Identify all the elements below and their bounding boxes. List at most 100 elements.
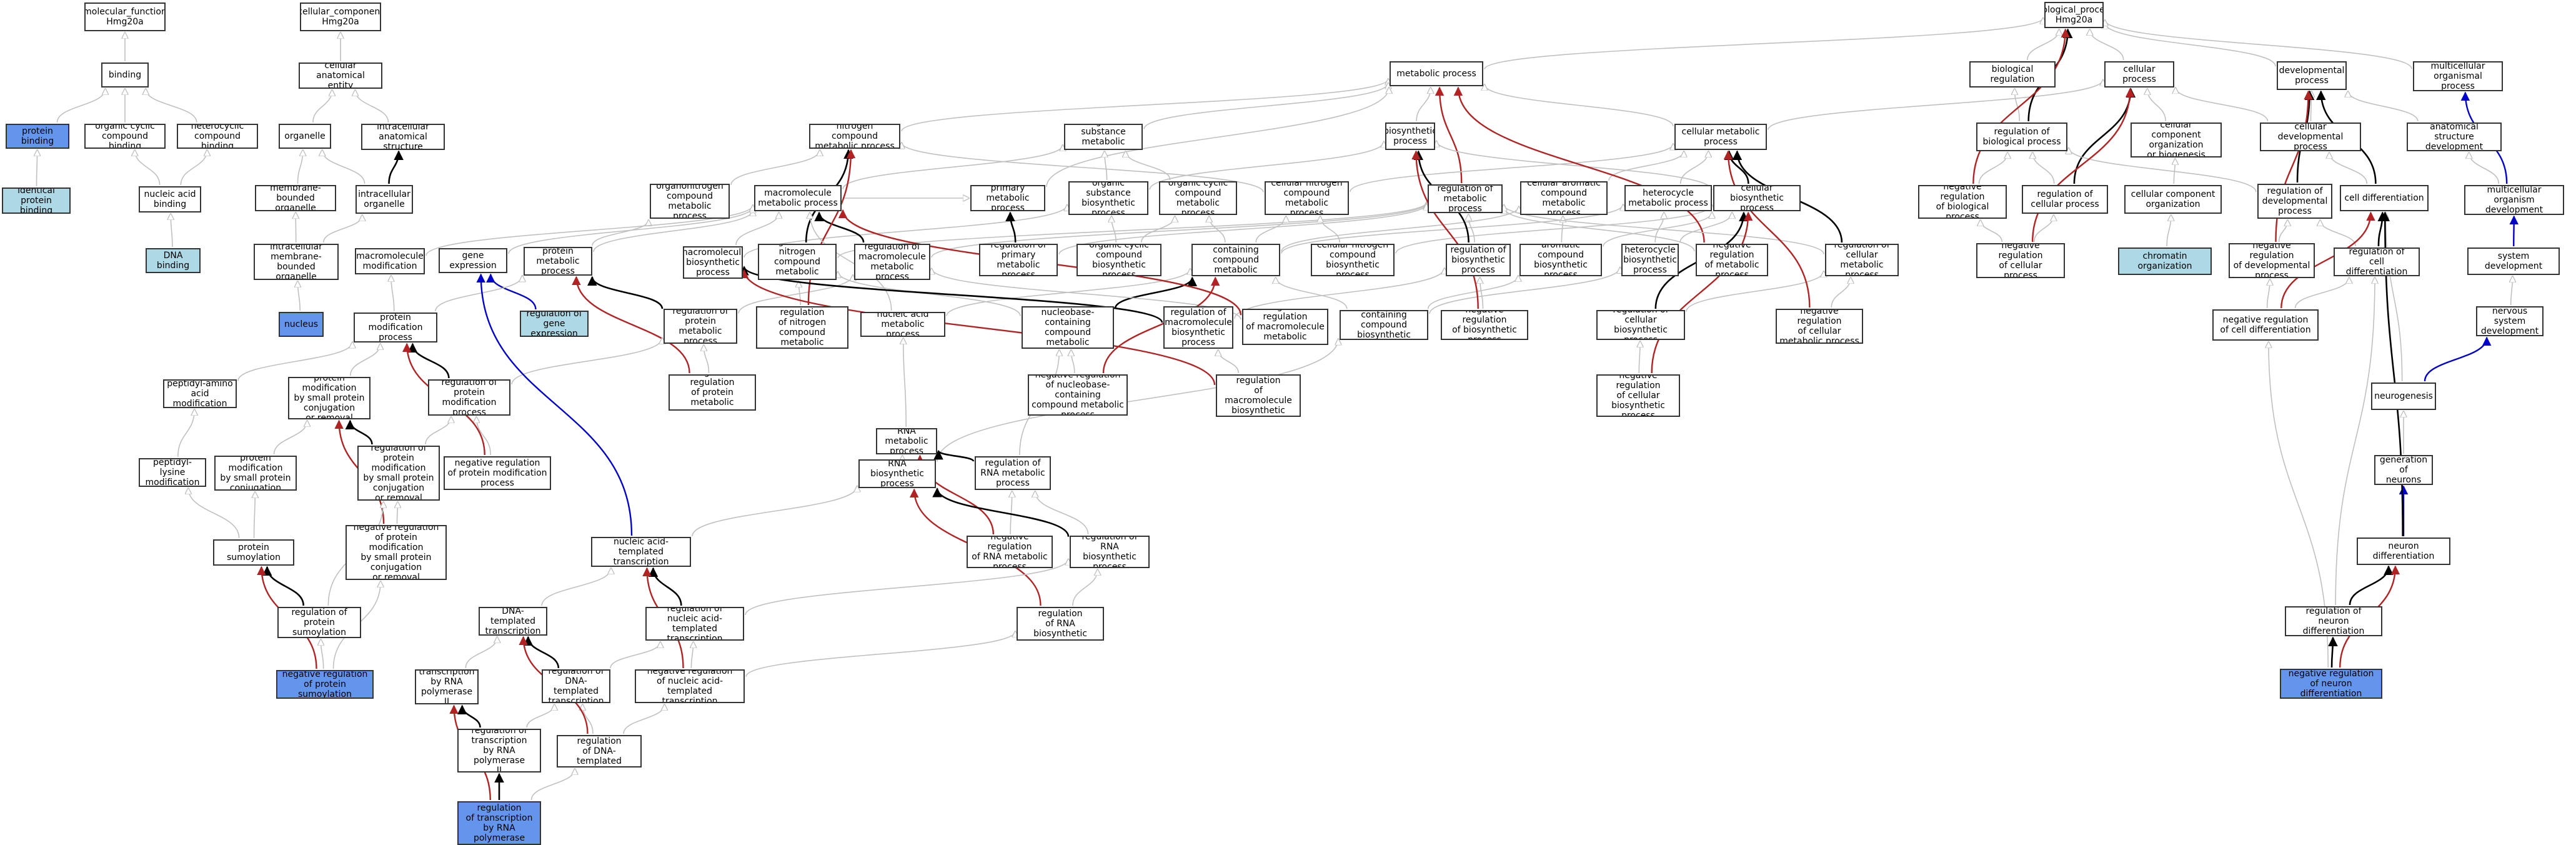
go-term-binding[interactable]: binding <box>101 62 149 88</box>
go-term-multicellular-organism-development[interactable]: multicellular organism development <box>2464 185 2564 215</box>
go-term-regulation-of-cellular-bp[interactable]: regulation of cellular biosynthetic proc… <box>1596 310 1685 340</box>
go-term-negative-regulation-of-cellular-bp[interactable]: negative regulation of cellular biosynth… <box>1596 374 1680 417</box>
go-term-regulation-of-cell-differentiation[interactable]: regulation of cell differentiation <box>2334 248 2420 276</box>
go-term-regulation-of-transcription-by-rnap2[interactable]: regulation of transcription by RNA polym… <box>457 729 541 772</box>
go-term-negative-regulation-of-protein-mp[interactable]: negative regulation of protein metabolic… <box>669 374 756 411</box>
go-term-macromolecule-metabolic-process[interactable]: macromolecule metabolic process <box>754 185 842 211</box>
go-term-identical-protein-binding[interactable]: identical protein binding <box>2 188 71 214</box>
go-term-negative-regulation-of-cellular-process[interactable]: negative regulation of cellular process <box>1976 243 2065 278</box>
go-term-system-development[interactable]: system development <box>2467 248 2560 275</box>
go-term-negative-regulation-of-nitrogen-cmp[interactable]: negative regulation of nitrogen compound… <box>756 306 848 349</box>
go-term-protein-sumoylation[interactable]: protein sumoylation <box>213 539 294 566</box>
go-term-neurogenesis[interactable]: neurogenesis <box>2371 382 2436 410</box>
go-term-cellular-metabolic-process[interactable]: cellular metabolic process <box>1674 124 1767 150</box>
go-term-regulation-of-gene-expression[interactable]: regulation of gene expression <box>520 311 589 337</box>
go-term-negative-regulation-of-protein-sumoylation[interactable]: negative regulation of protein sumoylati… <box>276 670 374 699</box>
go-term-negative-regulation-of-cellular-mp[interactable]: negative regulation of cellular metaboli… <box>1776 309 1863 344</box>
go-term-nucleobase-cbp[interactable]: nucleobase-containing compound biosynthe… <box>1340 310 1428 340</box>
go-term-regulation-of-protein-sumoylation[interactable]: regulation of protein sumoylation <box>277 607 361 638</box>
go-term-organic-cyclic-cbp[interactable]: organic cyclic compound biosynthetic pro… <box>1077 244 1161 276</box>
go-term-organic-substance-bp[interactable]: organic substance biosynthetic process <box>1068 181 1148 215</box>
go-term-nucleobase-cmp[interactable]: nucleobase-containing compound metabolic… <box>1191 244 1280 276</box>
go-term-rna-metabolic-process[interactable]: RNA metabolic process <box>876 428 937 454</box>
go-term-heterocyclic-binding[interactable]: heterocyclic compound binding <box>177 124 258 149</box>
go-term-negative-regulation-of-rna-bp[interactable]: negative regulation of RNA biosynthetic … <box>1017 607 1104 641</box>
go-term-regulation-of-primary-mp[interactable]: regulation of primary metabolic process <box>979 244 1058 276</box>
go-term-peptidyl-amino-acid-modification[interactable]: peptidyl-amino acid modification <box>163 379 237 408</box>
go-term-protein-binding[interactable]: protein binding <box>6 124 69 149</box>
go-term-biological-regulation[interactable]: biological regulation <box>1969 61 2056 88</box>
go-term-regulation-of-nat-transcription[interactable]: regulation of nucleic acid-templated tra… <box>645 607 744 641</box>
go-term-negative-regulation-of-macromolecule-bp[interactable]: negative regulation of macromolecule bio… <box>1216 374 1301 417</box>
go-term-nitrogen-cmp[interactable]: nitrogen compound metabolic process <box>809 124 900 149</box>
go-term-negative-regulation-of-developmental-process[interactable]: negative regulation of developmental pro… <box>2229 243 2315 278</box>
go-term-aromatic-cbp[interactable]: aromatic compound biosynthetic process <box>1519 244 1602 276</box>
go-term-regulation-of-nucleobase-cmp[interactable]: regulation of nucleobase-containing comp… <box>1022 306 1114 349</box>
go-term-cc[interactable]: cellular_component Hmg20a <box>300 2 381 31</box>
go-term-regulation-of-nitrogen-cmp[interactable]: regulation of nitrogen compound metaboli… <box>758 244 837 280</box>
go-term-regulation-of-biosynthetic-process[interactable]: regulation of biosynthetic process <box>1446 244 1511 276</box>
go-term-nervous-system-development[interactable]: nervous system development <box>2476 306 2544 336</box>
go-term-organic-substance-mp[interactable]: organic substance metabolic process <box>1064 124 1143 150</box>
go-term-gene-expression[interactable]: gene expression <box>439 248 507 273</box>
go-term-negative-regulation-of-biological-process[interactable]: negative regulation of biological proces… <box>1918 185 2007 219</box>
go-term-negative-regulation-of-dna-templated-transcription[interactable]: negative regulation of DNA-templated tra… <box>557 735 642 768</box>
go-term-protein-metabolic-process[interactable]: protein metabolic process <box>524 247 592 276</box>
go-term-negative-regulation-of-neuron-differentiation[interactable]: negative regulation of neuron differenti… <box>2280 669 2382 699</box>
go-term-negative-regulation-of-nat-transcription[interactable]: negative regulation of nucleic acid-temp… <box>635 669 745 703</box>
go-term-heterocycle-bp[interactable]: heterocycle biosynthetic process <box>1621 244 1679 276</box>
go-term-organic-cyclic-binding[interactable]: organic cyclic compound binding <box>84 124 166 149</box>
go-term-regulation-of-pm-small-protein[interactable]: regulation of protein modification by sm… <box>357 446 440 501</box>
go-term-generation-of-neurons[interactable]: generation of neurons <box>2374 455 2433 485</box>
go-term-nucleic-acid-mp[interactable]: nucleic acid metabolic process <box>860 312 945 337</box>
go-term-transcription-by-rnap2[interactable]: transcription by RNA polymerase II <box>415 669 479 704</box>
go-term-protein-modification-small-conj[interactable]: protein modification by small protein co… <box>214 456 297 491</box>
go-term-regulation-of-macromolecule-bp[interactable]: regulation of macromolecule biosynthetic… <box>1163 306 1233 349</box>
go-term-macromolecule-bp[interactable]: macromolecule biosynthetic process <box>683 246 743 279</box>
go-term-cellular-aromatic-cmp[interactable]: cellular aromatic compound metabolic pro… <box>1520 181 1608 215</box>
go-term-heterocycle-mp[interactable]: heterocycle metabolic process <box>1624 185 1712 211</box>
go-term-multicellular-organismal-process[interactable]: multicellular organismal process <box>2413 61 2503 91</box>
go-term-organic-cyclic-cmp[interactable]: organic cyclic compound metabolic proces… <box>1159 181 1237 215</box>
go-term-negative-regulation-of-protein-modification[interactable]: negative regulation of protein modificat… <box>444 456 551 490</box>
go-term-regulation-of-developmental-process[interactable]: regulation of developmental process <box>2257 184 2332 219</box>
go-term-negative-regulation-of-macromolecule-mp[interactable]: negative regulation of macromolecule met… <box>1242 309 1328 345</box>
go-term-organelle[interactable]: organelle <box>279 124 331 149</box>
go-term-regulation-of-macromolecule-mp[interactable]: regulation of macromolecule metabolic pr… <box>854 244 930 280</box>
go-term-intracellular-anatomical-structure[interactable]: intracellular anatomical structure <box>361 124 445 150</box>
go-term-biosynthetic-process[interactable]: biosynthetic process <box>1385 122 1435 150</box>
go-term-intracellular-mbo[interactable]: intracellular membrane-bounded organelle <box>254 244 339 280</box>
go-term-regulation-of-protein-mp[interactable]: regulation of protein metabolic process <box>664 309 737 344</box>
go-term-rna-biosynthetic-process[interactable]: RNA biosynthetic process <box>858 459 936 488</box>
go-term-nucleus[interactable]: nucleus <box>279 312 324 337</box>
go-term-cellular-component-organization[interactable]: cellular component organization <box>2124 185 2222 214</box>
go-term-regulation-of-protein-modification[interactable]: regulation of protein modification proce… <box>428 379 510 416</box>
go-term-regulation-of-metabolic-process[interactable]: regulation of metabolic process <box>1428 184 1503 213</box>
go-term-negative-regulation-of-bp[interactable]: negative regulation of biosynthetic proc… <box>1441 310 1528 340</box>
go-term-negative-regulation-of-transcription-by-rnap2[interactable]: negative regulation of transcription by … <box>457 801 541 845</box>
go-term-bp[interactable]: biological_process Hmg20a <box>2044 2 2104 28</box>
go-term-regulation-of-cellular-mp[interactable]: regulation of cellular metabolic process <box>1825 244 1899 276</box>
go-term-negative-regulation-of-mp[interactable]: negative regulation of metabolic process <box>1696 244 1768 276</box>
go-term-regulation-of-neuron-differentiation[interactable]: regulation of neuron differentiation <box>2285 606 2382 636</box>
go-term-neuron-differentiation[interactable]: neuron differentiation <box>2357 538 2450 565</box>
go-term-regulation-of-rna-mp[interactable]: regulation of RNA metabolic process <box>975 456 1051 490</box>
go-term-cellular-anatomical-entity[interactable]: cellular anatomical entity <box>299 62 382 89</box>
go-term-peptidyl-lysine-modification[interactable]: peptidyl-lysine modification <box>139 458 206 487</box>
go-term-cellular-biosynthetic-process[interactable]: cellular biosynthetic process <box>1713 185 1801 211</box>
go-term-cellular-process[interactable]: cellular process <box>2104 61 2174 88</box>
go-term-regulation-of-rna-bp[interactable]: regulation of RNA biosynthetic process <box>1070 536 1150 568</box>
go-term-chromatin-organization[interactable]: chromatin organization <box>2118 248 2212 275</box>
go-term-cellular-nitrogen-cbp[interactable]: cellular nitrogen compound biosynthetic … <box>1311 244 1395 276</box>
go-term-cellular-nitrogen-cmp[interactable]: cellular nitrogen compound metabolic pro… <box>1265 181 1349 215</box>
go-term-cellular-component-organization-or-biogenesis[interactable]: cellular component organization or bioge… <box>2131 122 2222 158</box>
go-term-macromolecule-modification[interactable]: macromolecule modification <box>355 248 425 274</box>
go-term-intracellular-organelle[interactable]: intracellular organelle <box>356 185 413 214</box>
go-term-anatomical-structure-development[interactable]: anatomical structure development <box>2407 122 2502 151</box>
go-term-primary-metabolic-process[interactable]: primary metabolic process <box>970 185 1045 211</box>
go-term-protein-modification-by-small-protein[interactable]: protein modification by small protein co… <box>288 377 370 419</box>
go-term-protein-modification-process[interactable]: protein modification process <box>354 312 437 342</box>
go-term-negative-regulation-of-rna-mp[interactable]: negative regulation of RNA metabolic pro… <box>967 536 1053 568</box>
go-term-dna-binding[interactable]: DNA binding <box>146 248 201 273</box>
go-term-negative-regulation-of-pm-small-protein[interactable]: negative regulation of protein modificat… <box>346 525 447 580</box>
